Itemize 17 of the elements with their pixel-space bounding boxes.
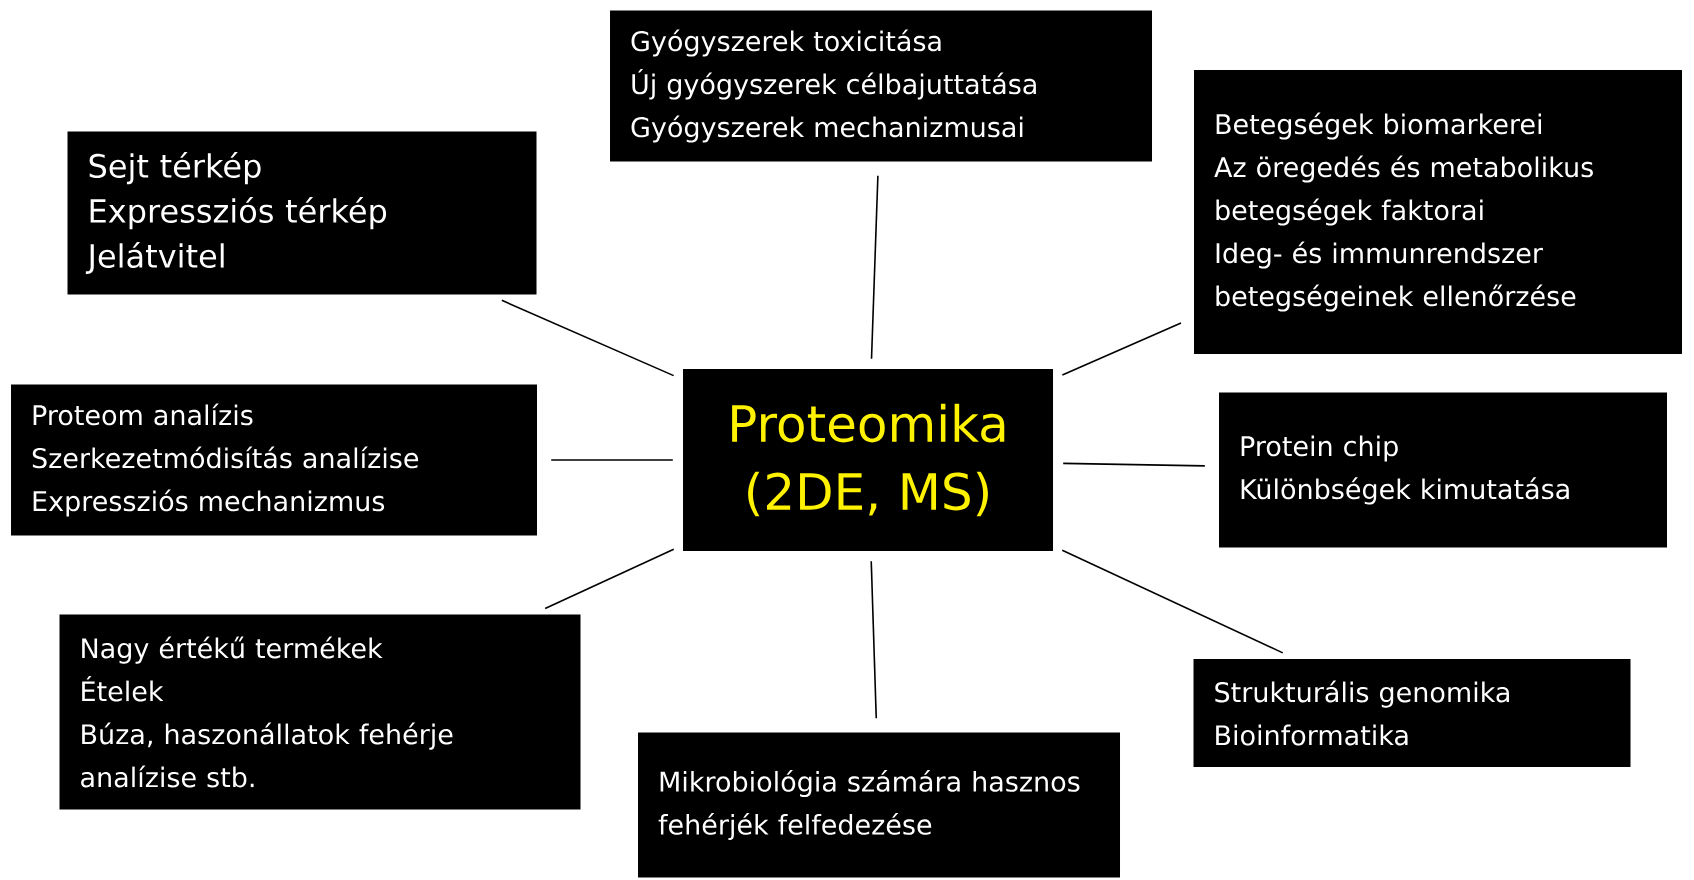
connector-line [1061,549,1284,654]
text-box: Nagy értékű termékek Ételek Búza, haszonállatok fehérje analízise stb. [59,614,581,810]
text-box: Sejt térkép Expressziós térkép Jelátvitel [67,131,537,295]
connector-line [1062,462,1206,467]
text-box: Betegségek biomarkerei Az öregedés és metabolikus betegségek faktorai Ideg- és immunrendszer betegségeinek ellenőrzése [1194,70,1682,354]
connector-line [550,459,674,461]
connector-line [870,174,879,360]
connector-line [544,548,675,610]
connector-line [1061,322,1182,376]
connector-line [870,560,878,720]
text-box: Mikrobiológia számára hasznos fehérjék felfedezése [638,732,1120,878]
text-box: Gyógyszerek toxicitása Új gyógyszerek célbajuttatása Gyógyszerek mechanizmusai [610,10,1152,162]
connector-line [501,299,675,377]
text-box: Proteomika (2DE, MS) [683,369,1053,551]
text-box: Protein chip Különbségek kimutatása [1219,392,1667,548]
text-box: Proteom analízis Szerkezetmódisítás analízise Expressziós mechanizmus [11,384,537,536]
text-box: Strukturális genomika Bioinformatika [1193,659,1631,767]
